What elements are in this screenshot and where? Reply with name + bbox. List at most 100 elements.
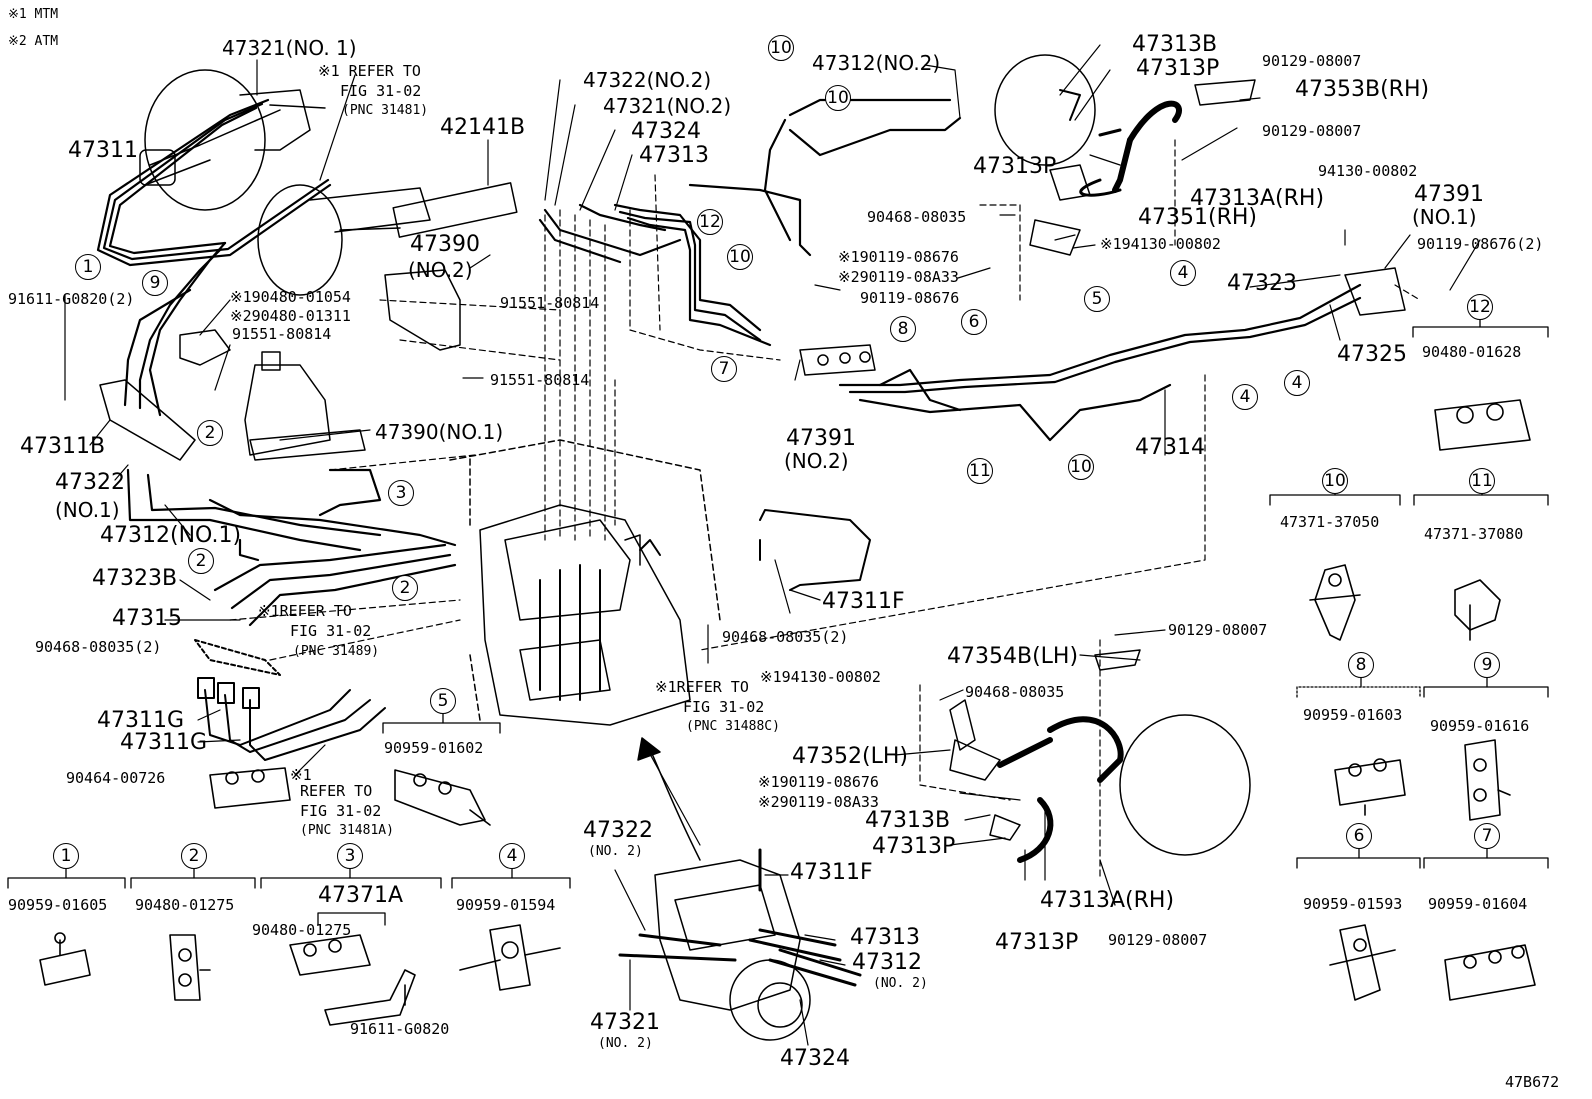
label-47315: 47315 xyxy=(112,606,182,631)
clamp-part-6: 90959-01593 xyxy=(1303,895,1403,913)
label-leaders xyxy=(64,44,1481,1046)
clamp-callout-11: 11 xyxy=(1469,468,1495,494)
label-47312-no1: 47312(NO.1) xyxy=(100,523,242,548)
callout-8: 8 xyxy=(890,316,916,342)
callout-10c: 10 xyxy=(727,244,753,270)
label-47313b: 47313B xyxy=(1132,32,1218,57)
note-mtm: ※1 MTM xyxy=(8,7,59,22)
label-90468-2b: 90468-08035(2) xyxy=(722,628,849,646)
refer-d-1: ※1 xyxy=(290,766,312,784)
label-47312-no2-b-a: 47312 xyxy=(852,950,922,975)
label-47314: 47314 xyxy=(1135,435,1205,460)
label-190119-b: ※190119-08676 xyxy=(758,773,879,791)
label-47313-b: 47313 xyxy=(850,925,920,950)
clamp-callout-2: 2 xyxy=(181,843,207,869)
center-hose xyxy=(639,509,871,591)
label-47390-no2-b: (NO.2) xyxy=(408,258,473,282)
clamp-part-1: 90959-01605 xyxy=(8,896,108,914)
callout-7: 7 xyxy=(711,356,737,382)
label-47324-b: 47324 xyxy=(780,1046,850,1071)
flex-hoses-left xyxy=(194,639,386,761)
label-90129-d: 90129-08007 xyxy=(1108,931,1208,949)
rear-drum-lh xyxy=(949,649,1251,863)
label-47321-no1: 47321(NO. 1) xyxy=(222,36,357,60)
label-190480: ※190480-01054 xyxy=(230,288,351,306)
clamp-part-10: 47371-37050 xyxy=(1280,513,1380,531)
note-atm: ※2 ATM xyxy=(8,34,59,49)
label-47391-no2-b: (NO.2) xyxy=(784,449,849,473)
callout-4b: 4 xyxy=(1232,384,1258,410)
label-91551-b: 91551-80814 xyxy=(500,294,600,312)
label-47324: 47324 xyxy=(631,119,701,144)
clamp-callout-7: 7 xyxy=(1474,823,1500,849)
clamp-brackets xyxy=(7,316,1549,926)
label-90119-a: 90119-08676 xyxy=(860,289,960,307)
label-47391-no1-a: 47391 xyxy=(1414,182,1484,207)
callout-10d: 10 xyxy=(1068,454,1094,480)
label-47323b: 47323B xyxy=(92,566,178,591)
callout-4a: 4 xyxy=(1170,260,1196,286)
label-47322-no1-b: (NO.1) xyxy=(55,498,120,522)
label-47321-no2: 47321(NO.2) xyxy=(603,94,732,118)
label-47312-no2-b-b: (NO. 2) xyxy=(873,976,928,991)
label-47352: 47352(LH) xyxy=(792,744,908,769)
label-47311g-b: 47311G xyxy=(120,730,208,755)
clamp-part-4: 90959-01594 xyxy=(456,896,556,914)
label-47311g-a: 47311G xyxy=(97,708,185,733)
label-91611-2: 91611-G0820(2) xyxy=(8,290,135,308)
label-47322-no2-b-b: (NO. 2) xyxy=(588,844,643,859)
label-90468-2a: 90468-08035(2) xyxy=(35,638,162,656)
label-47313a-rh: 47313A(RH) xyxy=(1190,186,1325,211)
label-90129-c: 90129-08007 xyxy=(1168,621,1268,639)
label-194130-a: ※194130-00802 xyxy=(1100,235,1221,253)
refer-a-3: (PNC 31481) xyxy=(342,103,429,118)
label-47311f-b: 47311F xyxy=(790,860,873,885)
clamp-glyphs xyxy=(39,399,1536,1026)
clamp-callout-4: 4 xyxy=(499,843,525,869)
clamp-part-7: 90959-01604 xyxy=(1428,895,1528,913)
clamp-part-11: 47371-37080 xyxy=(1424,525,1524,543)
label-194130-b: ※194130-00802 xyxy=(760,668,881,686)
label-47313p-a: 47313P xyxy=(1136,56,1220,81)
refer-a-1: ※1 REFER TO xyxy=(318,62,421,80)
abs-actuator-lower xyxy=(618,737,862,1041)
callout-11: 11 xyxy=(967,458,993,484)
refer-c-1: ※1REFER TO xyxy=(655,678,749,696)
label-90464: 90464-00726 xyxy=(66,769,166,787)
refer-d-3: FIG 31-02 xyxy=(300,802,382,820)
rear-brake-lines xyxy=(838,283,1362,442)
label-47390-no2-a: 47390 xyxy=(410,232,480,257)
callout-10b: 10 xyxy=(825,85,851,111)
label-94130: 94130-00802 xyxy=(1318,162,1418,180)
refer-a-2: FIG 31-02 xyxy=(340,82,422,100)
junction-blocks xyxy=(799,267,1406,376)
label-47390-no1: 47390(NO.1) xyxy=(375,420,504,444)
clamp-part-12: 90480-01628 xyxy=(1422,343,1522,361)
callout-4c: 4 xyxy=(1284,370,1310,396)
label-47354b: 47354B(LH) xyxy=(947,644,1079,669)
refer-b-2: FIG 31-02 xyxy=(290,622,372,640)
label-47322-no1-a: 47322 xyxy=(55,470,125,495)
label-47313p-d: 47313P xyxy=(995,930,1079,955)
refer-c-3: (PNC 31488C) xyxy=(686,719,780,734)
label-47322-no2-b-a: 47322 xyxy=(583,818,653,843)
clamp-callout-9: 9 xyxy=(1474,652,1500,678)
label-47325: 47325 xyxy=(1337,342,1407,367)
label-47313p-b: 47313P xyxy=(973,154,1057,179)
callout-2c: 2 xyxy=(392,575,418,601)
clamp-callout-8: 8 xyxy=(1348,652,1374,678)
refer-d-2: REFER TO xyxy=(300,782,373,800)
label-47311: 47311 xyxy=(68,138,138,163)
callout-2b: 2 xyxy=(188,548,214,574)
callout-10a: 10 xyxy=(768,35,794,61)
center-brake-lines xyxy=(538,98,962,347)
callout-2a: 2 xyxy=(197,420,223,446)
label-47391-no2-a: 47391 xyxy=(786,426,856,451)
refer-b-3: (PNC 31489) xyxy=(293,644,380,659)
label-42141b: 42141B xyxy=(440,115,526,140)
abs-actuator-upper xyxy=(449,439,721,726)
label-47313p-c: 47313P xyxy=(872,834,956,859)
label-47323: 47323 xyxy=(1227,271,1297,296)
